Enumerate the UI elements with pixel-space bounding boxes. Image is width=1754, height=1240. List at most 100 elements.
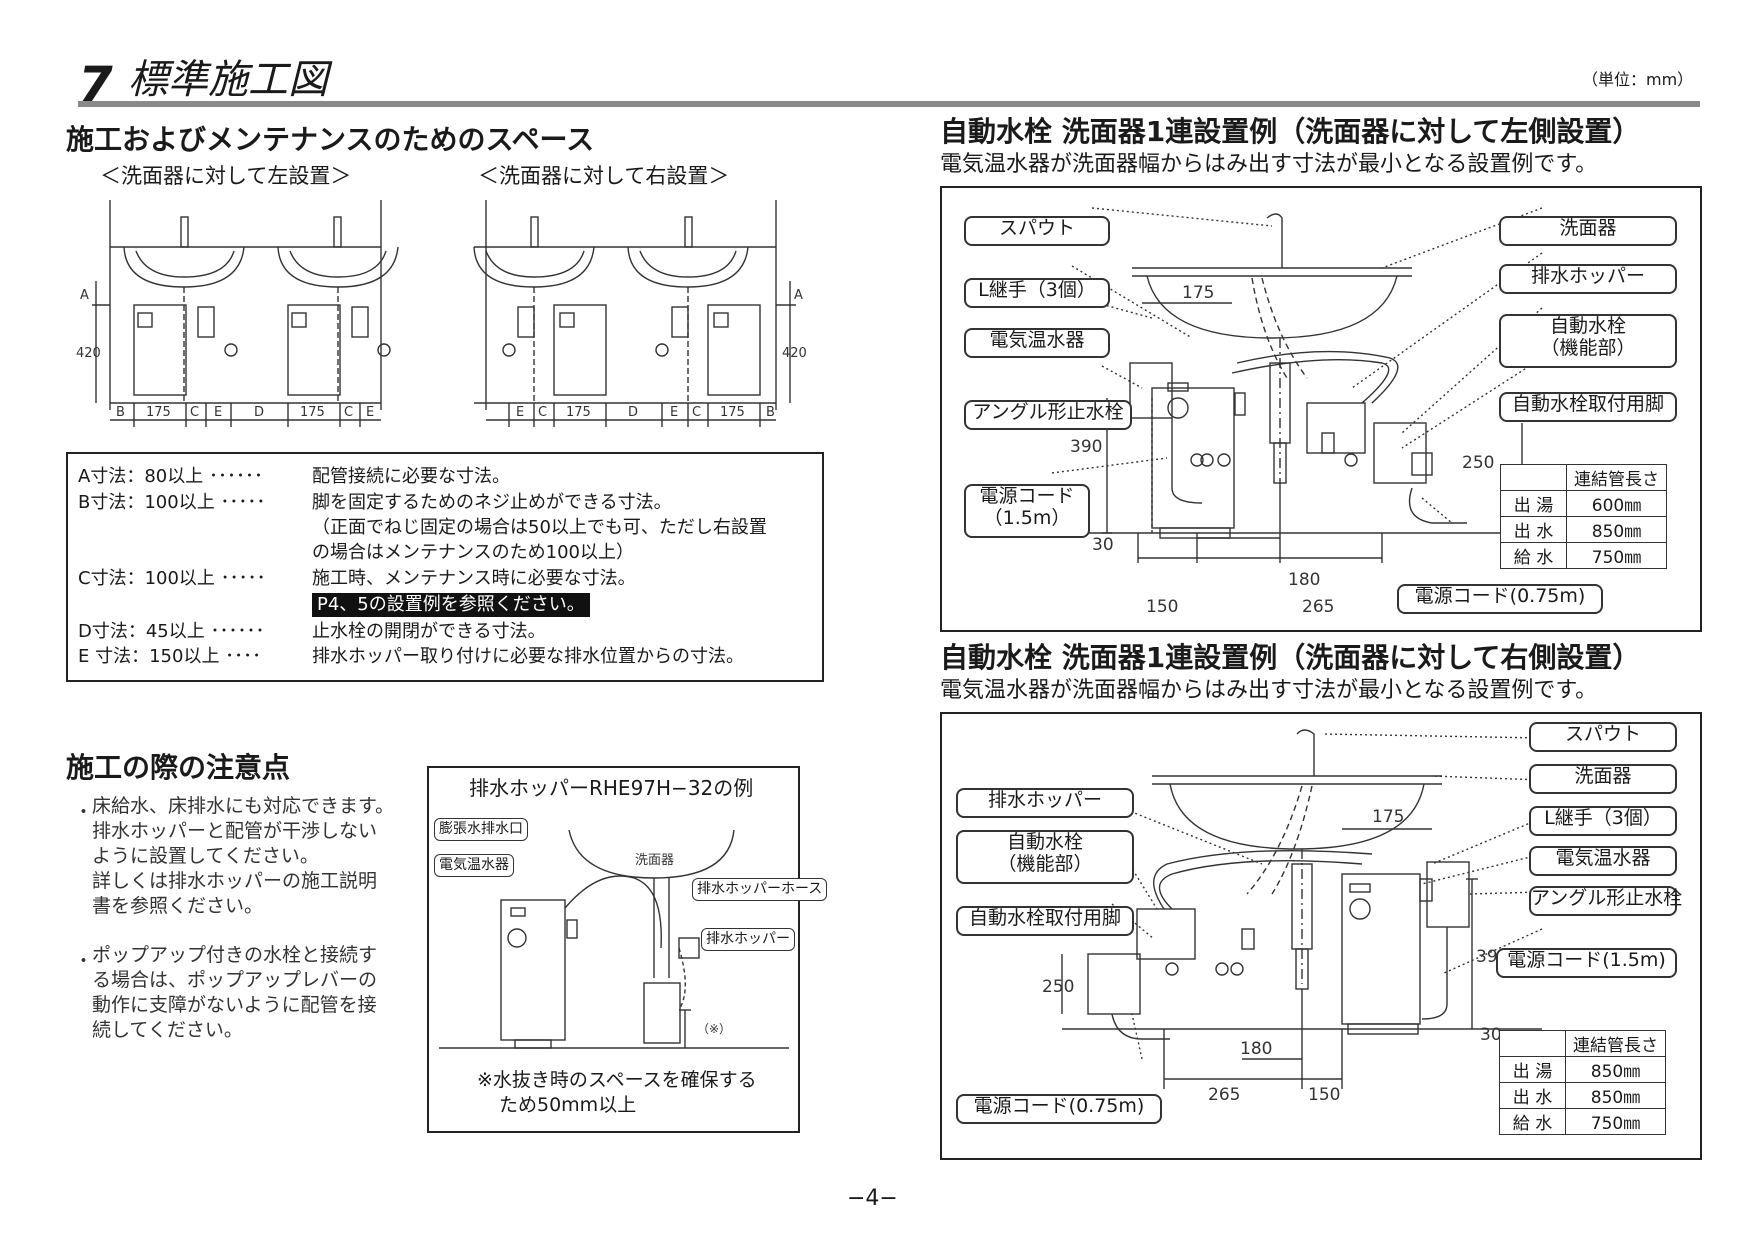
dim-row-desc: の場合はメンテナンスのため100以上） xyxy=(312,542,634,563)
ri-callout-spout: スパウト xyxy=(1529,722,1677,752)
li-callout-cord-long: 電源コード （1.5m） xyxy=(964,484,1090,538)
hopper-note-line-1: ※水抜き時のスペースを確保する xyxy=(477,1069,757,1091)
ri-callout-leg: 自動水栓取付用脚 xyxy=(956,906,1134,936)
dim-e-right-1: E xyxy=(516,405,524,420)
dim-row-b-note-2: の場合はメンテナンスのため100以上） xyxy=(78,544,634,562)
caution-2-line-2: る場合は、ポップアップレバーの xyxy=(92,969,378,991)
dim-a-right: A xyxy=(794,288,803,303)
dim-c-left-2: C xyxy=(344,405,353,420)
li-table-row-label: 出 湯 xyxy=(1500,490,1567,517)
right-install-title: 自動水栓 洗面器1連設置例（洗面器に対して右側設置） xyxy=(940,641,1641,674)
left-layout-caption: ＜洗面器に対して左設置＞ xyxy=(100,164,352,188)
ri-table-row-label: 出 水 xyxy=(1499,1082,1566,1109)
dim-row-d: D寸法：45以上 ･･････ 止水栓の開閉ができる寸法。 xyxy=(78,623,546,641)
li-table-row-value: 750㎜ xyxy=(1566,542,1667,569)
callout-expansion-outlet: 膨張水排水口 xyxy=(434,818,528,841)
hopper-note-line-2: ため50mm以上 xyxy=(499,1094,637,1116)
li-table-row-value: 850㎜ xyxy=(1566,516,1667,543)
caution-2-line-1: ポップアップ付きの水栓と接続す xyxy=(92,944,378,966)
dim-row-label: A寸法：80以上 ･･････ xyxy=(78,466,263,487)
hopper-mark: （※） xyxy=(697,1022,731,1036)
ri-table-row-value: 750㎜ xyxy=(1565,1108,1666,1135)
li-dim-390: 390 xyxy=(1070,437,1102,457)
reference-note: P4、5の設置例を参照ください。 xyxy=(312,593,590,617)
dimension-requirements-box: A寸法：80以上 ･･････ 配管接続に必要な寸法。 B寸法：100以上 ･･･… xyxy=(66,452,824,682)
dim-row-label: C寸法：100以上 ･････ xyxy=(78,568,266,589)
ri-callout-cord-short: 電源コード(0.75m) xyxy=(956,1094,1162,1124)
ri-callout-basin: 洗面器 xyxy=(1529,764,1677,794)
dim-row-desc: 止水栓の開閉ができる寸法。 xyxy=(312,621,546,642)
dim-row-desc: （正面でねじ固定の場合は50以上でも可、ただし右設置 xyxy=(312,517,767,538)
dim-row-c: C寸法：100以上 ･････ 施工時、メンテナンス時に必要な寸法。 xyxy=(78,570,636,588)
li-callout-faucet-line-2: （機能部） xyxy=(1540,336,1636,359)
li-dim-175: 175 xyxy=(1182,283,1214,303)
dim-d-left: D xyxy=(254,405,264,420)
dim-row-e: E 寸法：150以上 ････排水ホッパー取り付けに必要な排水位置からの寸法。 xyxy=(78,648,744,666)
dim-row-desc: 排水ホッパー取り付けに必要な排水位置からの寸法。 xyxy=(312,646,744,667)
caution-bullet-2: ・ xyxy=(74,950,94,972)
caution-1-line-2: 排水ホッパーと配管が干渉しない xyxy=(92,820,378,842)
ri-dim-30: 30 xyxy=(1480,1025,1502,1045)
dim-e-left-2: E xyxy=(366,405,374,420)
li-callout-cord-line-2: （1.5m） xyxy=(983,506,1071,529)
dim-row-desc: 施工時、メンテナンス時に必要な寸法。 xyxy=(312,568,636,589)
dim-175-left-2: 175 xyxy=(300,405,325,420)
callout-hopper-hose: 排水ホッパーホース xyxy=(692,878,828,901)
dim-175-right-1: 175 xyxy=(566,405,591,420)
li-callout-l-joint: L継手（3個） xyxy=(964,278,1110,308)
ri-table-row-label: 給 水 xyxy=(1499,1108,1566,1135)
hopper-basin-label: 洗面器 xyxy=(635,853,674,868)
li-callout-cord-line-1: 電源コード xyxy=(979,485,1075,507)
dim-175-left-1: 175 xyxy=(146,405,171,420)
li-callout-spout: スパウト xyxy=(964,216,1110,246)
ri-table-corner xyxy=(1499,1030,1566,1057)
li-table-row-value: 600㎜ xyxy=(1566,490,1667,517)
li-dim-250: 250 xyxy=(1462,453,1494,473)
ri-dim-180: 180 xyxy=(1240,1039,1272,1059)
page-title: 標準施工図 xyxy=(128,57,328,103)
li-callout-basin: 洗面器 xyxy=(1499,216,1677,246)
dim-row-b: B寸法：100以上 ･････脚を固定するためのネジ止めができる寸法。 xyxy=(78,494,672,512)
caution-title: 施工の際の注意点 xyxy=(66,751,291,784)
li-dim-30: 30 xyxy=(1092,535,1114,555)
dim-d-right: D xyxy=(628,405,638,420)
dim-row-desc: 配管接続に必要な寸法。 xyxy=(312,466,510,487)
page-number: −4− xyxy=(847,1186,898,1211)
li-table-corner xyxy=(1500,464,1567,491)
caution-1-line-3: ように設置してください。 xyxy=(92,845,319,867)
dim-row-label: D寸法：45以上 ･･････ xyxy=(78,621,265,642)
dim-c-right-2: C xyxy=(692,405,701,420)
ri-callout-faucet: 自動水栓 （機能部） xyxy=(956,830,1134,884)
dim-b-right: B xyxy=(766,405,775,420)
dim-175-right-2: 175 xyxy=(720,405,745,420)
ri-callout-l-joint: L継手（3個） xyxy=(1529,806,1677,836)
hopper-example-title: 排水ホッパーRHE97H−32の例 xyxy=(469,776,754,800)
dim-row-b-note-1: （正面でねじ固定の場合は50以上でも可、ただし右設置 xyxy=(78,519,767,537)
left-install-diagram-box: 175 390 30 250 180 150 265 スパウト 洗面器 L継手（… xyxy=(940,186,1702,632)
callout-hopper: 排水ホッパー xyxy=(701,928,795,951)
li-dim-150: 150 xyxy=(1146,597,1178,617)
space-section-title: 施工およびメンテナンスのためのスペース xyxy=(66,123,595,156)
ri-table-row-value: 850㎜ xyxy=(1565,1056,1666,1083)
li-table-row-label: 給 水 xyxy=(1500,542,1567,569)
left-install-title: 自動水栓 洗面器1連設置例（洗面器に対して左側設置） xyxy=(940,115,1641,148)
li-dim-180: 180 xyxy=(1288,570,1320,590)
caution-2-line-4: 続してください。 xyxy=(92,1019,243,1041)
ri-table-row-value: 850㎜ xyxy=(1565,1082,1666,1109)
hopper-example-box: 排水ホッパーRHE97H−32の例 （※） 洗面器 膨張水排水口 電気温水器 排… xyxy=(427,766,828,1133)
left-install-subtitle: 電気温水器が洗面器幅からはみ出す寸法が最小となる設置例です。 xyxy=(940,152,1598,177)
right-install-diagram-box: 175 390 250 30 180 265 150 スパウト 洗面器 排水ホッ… xyxy=(940,712,1702,1160)
li-callout-leg: 自動水栓取付用脚 xyxy=(1499,392,1677,422)
ri-callout-faucet-line-2: （機能部） xyxy=(997,852,1093,875)
dim-row-desc: 脚を固定するためのネジ止めができる寸法。 xyxy=(312,492,672,513)
ri-callout-faucet-line-1: 自動水栓 xyxy=(1006,831,1083,853)
li-callout-faucet-line-1: 自動水栓 xyxy=(1549,315,1626,337)
li-callout-heater: 電気温水器 xyxy=(964,328,1110,358)
dim-e-left-1: E xyxy=(214,405,222,420)
ri-callout-angle-valve: アングル形止水栓 xyxy=(1529,886,1682,916)
left-install-drawing: 175 390 30 250 180 150 265 xyxy=(1051,207,1543,617)
li-callout-hopper: 排水ホッパー xyxy=(1499,264,1677,294)
ri-table-row-label: 出 湯 xyxy=(1499,1056,1566,1083)
dim-c-left-1: C xyxy=(190,405,199,420)
